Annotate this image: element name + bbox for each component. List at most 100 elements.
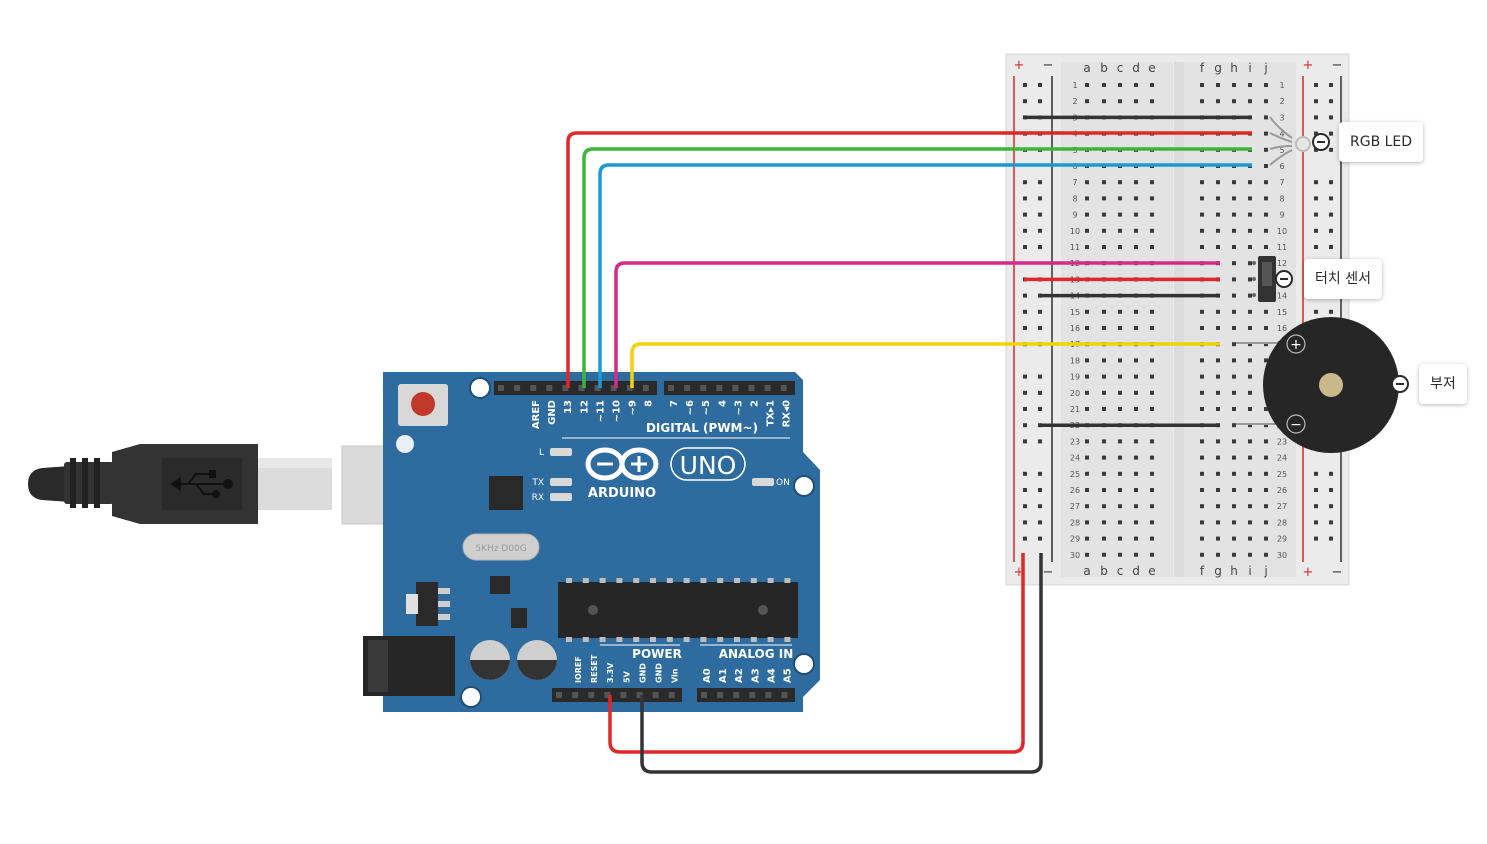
rail-minus-top-right: − [1332, 58, 1343, 73]
digital-pin-label: 13 [563, 400, 574, 414]
breadboard-column-label: i [1248, 61, 1251, 75]
breadboard-column-label: e [1148, 61, 1155, 75]
breadboard-row-label: 20 [1070, 389, 1080, 398]
breadboard-column-label: f [1200, 61, 1205, 75]
analog-pin-label: A4 [766, 668, 777, 683]
breadboard-row-label: 8 [1279, 194, 1284, 203]
digital-pwm-label: DIGITAL (PWM~) [646, 421, 758, 435]
arduino-logo-icon [585, 447, 659, 481]
breadboard-column-label: j [1263, 564, 1267, 578]
power-header [552, 688, 682, 702]
breadboard-row-label: 27 [1070, 502, 1080, 511]
digital-pin-label: TX▸1 [766, 400, 777, 427]
breadboard-column-label: a [1083, 61, 1090, 75]
breadboard-row-label: 19 [1070, 373, 1080, 382]
voltage-regulator [416, 582, 438, 626]
buzzer-plus-label: + [1290, 337, 1302, 353]
wire-blue-pin11[interactable] [598, 163, 1252, 388]
power-pin-label: 5V [622, 670, 631, 683]
on-led-label: ON [776, 478, 790, 488]
breadboard-column-label: a [1083, 564, 1090, 578]
breadboard-row-label: 29 [1070, 535, 1080, 544]
crystal [462, 533, 540, 561]
power-pin-label: GND [655, 663, 664, 683]
analog-pin-label: A5 [783, 668, 794, 683]
breadboard-row-label: 3 [1279, 113, 1284, 122]
arduino-uno-board[interactable]: 5KHz D00G UNO ARDUINO L TX RX ON [363, 372, 820, 712]
rgb-led-handle-icon[interactable] [1312, 133, 1330, 151]
breadboard-column-label: f [1200, 564, 1205, 578]
wire-yellow-pin9[interactable] [630, 342, 1220, 388]
buzzer-handle-icon[interactable] [1391, 375, 1409, 393]
buzzer-label[interactable]: 부저 [1419, 364, 1467, 404]
led-l-label: L [539, 448, 544, 458]
digital-pin-label: ~6 [685, 400, 696, 415]
breadboard-row-label: 23 [1070, 437, 1080, 446]
digital-pin-label: 12 [579, 400, 590, 414]
breadboard-row-label: 23 [1277, 437, 1287, 446]
breadboard-row-label: 10 [1070, 227, 1080, 236]
touch-sensor-handle-icon[interactable] [1275, 270, 1293, 288]
wire-black-gnd[interactable] [640, 553, 1043, 774]
breadboard-column-label: b [1100, 564, 1108, 578]
touch-sensor[interactable] [1252, 256, 1276, 302]
digital-header-right [664, 381, 795, 395]
wire-red-5v[interactable] [608, 553, 1025, 754]
analog-pin-label: A3 [750, 668, 761, 683]
analog-pin-label: A1 [718, 668, 729, 683]
breadboard-row-label: 2 [1072, 97, 1077, 106]
digital-pin-label: 7 [669, 400, 680, 407]
breadboard-column-label: j [1263, 61, 1267, 75]
breadboard-row-label: 5 [1279, 146, 1284, 155]
breadboard-column-label: g [1214, 61, 1222, 75]
digital-pin-label: ~10 [612, 400, 623, 422]
breadboard-row-label: 24 [1277, 454, 1287, 463]
breadboard-row-label: 2 [1279, 97, 1284, 106]
breadboard-column-label: d [1132, 61, 1140, 75]
led-tx-label: TX [531, 478, 544, 488]
power-pin-label: IOREF [574, 656, 583, 683]
digital-pin-label: GND [547, 400, 558, 425]
breadboard-row-label: 6 [1279, 162, 1284, 171]
power-pin-label: RESET [590, 654, 599, 683]
breadboard-row-label: 30 [1070, 551, 1080, 560]
breadboard-row-label: 7 [1279, 178, 1284, 187]
usb-symbol-icon [170, 470, 233, 498]
breadboard-row-label: 15 [1070, 308, 1080, 317]
breadboard-row-label: 29 [1277, 535, 1287, 544]
digital-pin-label: RX◂0 [782, 400, 793, 427]
breadboard-row-label: 10 [1277, 227, 1287, 236]
rail-plus-bottom-left: + [1014, 565, 1025, 580]
breadboard-row-label: 16 [1277, 324, 1287, 333]
breadboard-row-label: 1 [1072, 81, 1077, 90]
arduino-brand-label: ARDUINO [588, 486, 656, 501]
wire-magenta-pin10[interactable] [614, 261, 1220, 388]
breadboard-row-label: 9 [1072, 211, 1077, 220]
usb-chip [489, 476, 523, 510]
digital-pin-label: ~9 [628, 400, 639, 415]
digital-pin-label: AREF [531, 400, 542, 429]
uno-label: UNO [680, 451, 737, 480]
breadboard-row-label: 12 [1277, 259, 1287, 268]
breadboard-row-label: 15 [1277, 308, 1287, 317]
touch-sensor-label[interactable]: 터치 센서 [1304, 259, 1382, 299]
rgb-led[interactable] [1269, 116, 1311, 166]
rgb-led-label[interactable]: RGB LED [1339, 122, 1424, 162]
breadboard-row-label: 21 [1070, 405, 1080, 414]
breadboard-row-label: 11 [1070, 243, 1080, 252]
breadboard-column-label: c [1117, 564, 1124, 578]
breadboard-row-label: 18 [1070, 356, 1080, 365]
breadboard-row-label: 8 [1072, 194, 1077, 203]
analog-in-label: ANALOG IN [719, 647, 794, 661]
digital-pin-label: 2 [750, 400, 761, 407]
power-pin-label: Vin [671, 668, 680, 683]
breadboard-row-label: 26 [1277, 486, 1287, 495]
buzzer-minus-label: − [1290, 417, 1302, 433]
breadboard-row-label: 1 [1279, 81, 1284, 90]
rail-minus-bottom-right: − [1332, 565, 1343, 580]
wire-red-pin13[interactable] [566, 131, 1252, 388]
wire-green-pin12[interactable] [582, 147, 1252, 388]
piezo-buzzer[interactable]: + − [1236, 317, 1399, 453]
analog-pin-label: A0 [702, 668, 713, 683]
